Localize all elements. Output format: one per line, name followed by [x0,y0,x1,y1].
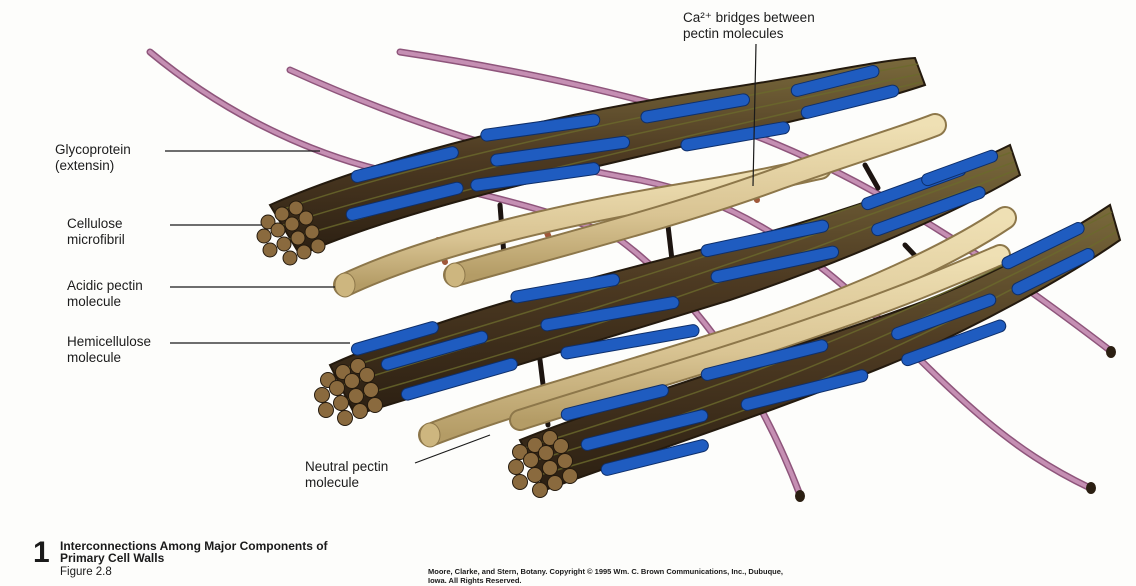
credit-line-2: Iowa. All Rights Reserved. [428,577,783,586]
label-ca-bridges-line-2: pectin molecules [683,26,815,42]
label-cellulose-line-2: microfibril [67,232,125,248]
label-glycoprotein-line-2: (extensin) [55,158,131,174]
label-acidic-pectin: Acidic pectin molecule [67,278,143,310]
figure-number: 1 [33,538,50,568]
figure-reference: Figure 2.8 [60,566,112,578]
label-ca-bridges: Ca²⁺ bridges between pectin molecules [683,10,815,42]
label-acidic-pectin-line-1: Acidic pectin [67,278,143,294]
figure-title: Interconnections Among Major Components … [60,540,328,564]
label-glycoprotein-line-1: Glycoprotein [55,142,131,158]
label-hemicellulose: Hemicellulose molecule [67,334,151,366]
label-cellulose: Cellulose microfibril [67,216,125,248]
figure-title-line-2: Primary Cell Walls [60,552,328,564]
label-ca-bridges-line-1: Ca²⁺ bridges between [683,10,815,26]
label-glycoprotein: Glycoprotein (extensin) [55,142,131,174]
label-hemicellulose-line-1: Hemicellulose [67,334,151,350]
label-acidic-pectin-line-2: molecule [67,294,143,310]
label-neutral-pectin: Neutral pectin molecule [305,459,388,491]
label-hemicellulose-line-2: molecule [67,350,151,366]
label-cellulose-line-1: Cellulose [67,216,125,232]
label-neutral-pectin-line-1: Neutral pectin [305,459,388,475]
label-neutral-pectin-line-2: molecule [305,475,388,491]
copyright-credit: Moore, Clarke, and Stern, Botany. Copyri… [428,568,783,585]
